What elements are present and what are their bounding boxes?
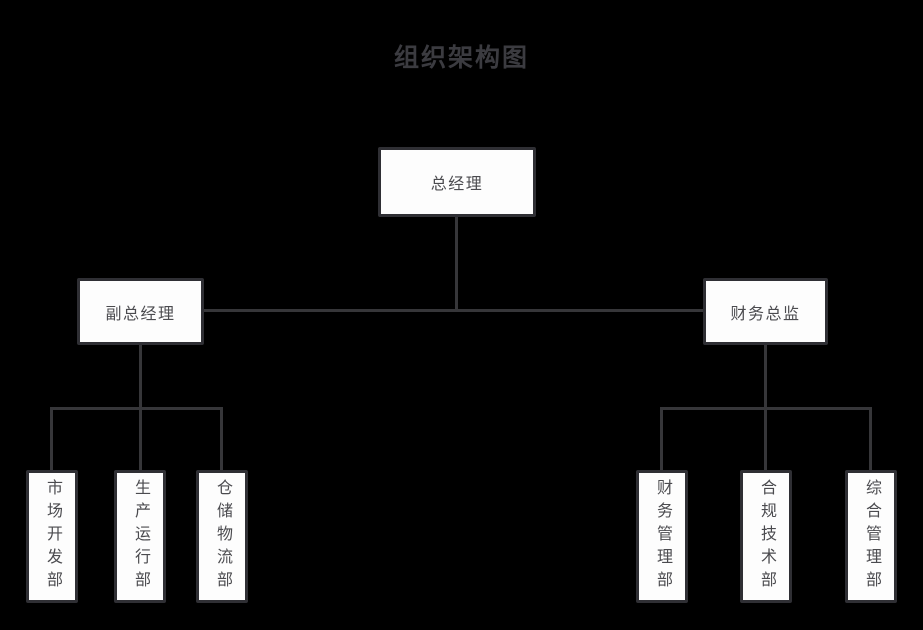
connector-stub-production bbox=[139, 407, 142, 471]
node-dept-marketing-development: 市场开发部 bbox=[26, 470, 78, 603]
node-dept-general-administration-label: 综合管理部 bbox=[863, 479, 880, 594]
node-dept-financial-management: 财务管理部 bbox=[636, 470, 688, 603]
node-dept-compliance-technology-label: 合规技术部 bbox=[758, 479, 775, 594]
connector-deputy-vertical bbox=[139, 344, 142, 410]
diagram-title: 组织架构图 bbox=[393, 44, 529, 72]
connector-stub-general-admin bbox=[869, 407, 872, 471]
node-general-manager: 总经理 bbox=[378, 147, 536, 217]
connector-level2-horizontal bbox=[202, 309, 704, 312]
connector-stub-compliance-tech bbox=[764, 407, 767, 471]
connector-left-branch-horizontal bbox=[50, 407, 223, 410]
connector-stub-marketing bbox=[50, 407, 53, 471]
node-dept-warehouse-logistics: 仓储物流部 bbox=[196, 470, 248, 603]
node-general-manager-label: 总经理 bbox=[430, 176, 484, 193]
connector-root-vertical bbox=[455, 216, 458, 312]
node-dept-production-operations-label: 生产运行部 bbox=[132, 479, 149, 594]
connector-stub-warehouse bbox=[220, 407, 223, 471]
node-dept-financial-management-label: 财务管理部 bbox=[654, 479, 671, 594]
connector-cfo-vertical bbox=[764, 344, 767, 410]
node-deputy-general-manager-label: 副总经理 bbox=[105, 305, 176, 323]
node-dept-warehouse-logistics-label: 仓储物流部 bbox=[214, 479, 231, 594]
node-dept-marketing-development-label: 市场开发部 bbox=[44, 479, 61, 594]
node-dept-production-operations: 生产运行部 bbox=[114, 470, 166, 603]
node-finance-director-label: 财务总监 bbox=[730, 305, 801, 323]
node-deputy-general-manager: 副总经理 bbox=[77, 278, 204, 345]
node-dept-compliance-technology: 合规技术部 bbox=[740, 470, 792, 603]
node-finance-director: 财务总监 bbox=[703, 278, 828, 345]
connector-stub-finance-mgmt bbox=[660, 407, 663, 471]
node-dept-general-administration: 综合管理部 bbox=[845, 470, 897, 603]
